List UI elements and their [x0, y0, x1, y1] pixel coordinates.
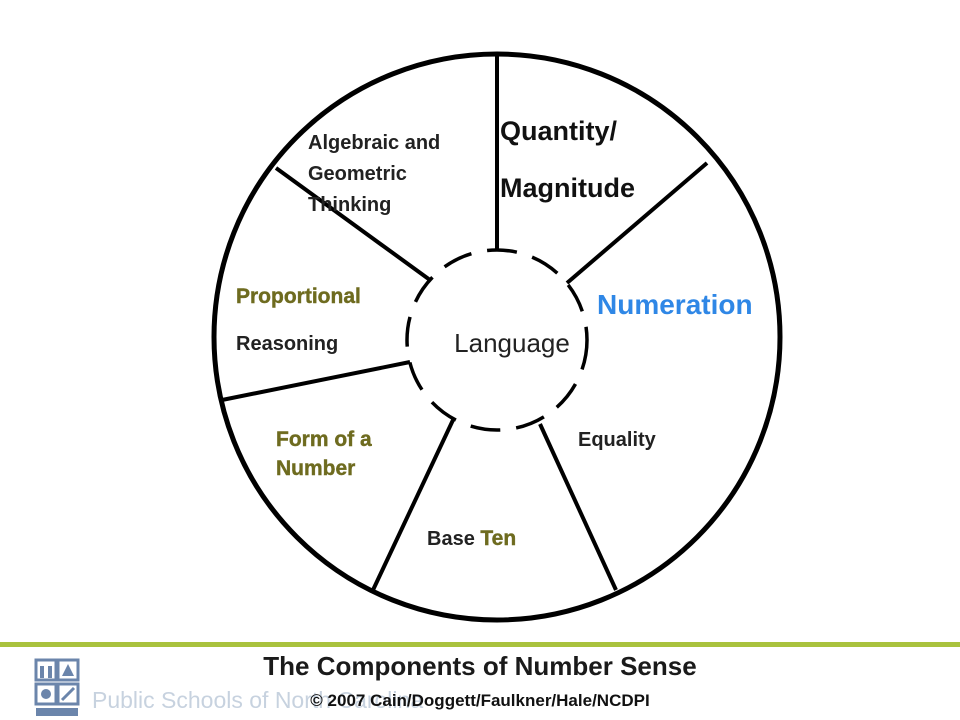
spoke-lower-left	[371, 419, 455, 591]
footer-accent-bar	[0, 642, 960, 647]
footer-watermark-text: Public Schools of North Carolina	[92, 687, 424, 713]
spoke-left	[221, 360, 411, 402]
segment-label-proportional: Proportional	[236, 285, 361, 308]
ncdpi-logo-icon	[34, 658, 80, 716]
segment-label-magnitude: Magnitude	[500, 173, 635, 203]
outer-circle	[211, 51, 783, 623]
segment-label-geometric: Geometric	[308, 163, 407, 185]
number-sense-wheel: Language Quantity/ Magnitude Numeration …	[211, 51, 783, 623]
segment-label-base-ten: Base Ten	[427, 527, 516, 550]
spoke-upper-left	[274, 166, 432, 282]
copyright-text: © 2007 Cain/Doggett/Faulkner/Hale/NCDPI	[310, 691, 650, 710]
base-ten-part-ten: Ten	[480, 527, 516, 550]
center-label-language: Language	[454, 328, 570, 358]
segment-label-thinking: Thinking	[308, 194, 391, 216]
segment-label-reasoning: Reasoning	[236, 333, 338, 355]
wheel-spokes	[221, 55, 709, 591]
spoke-upper-right	[565, 161, 709, 285]
base-ten-part-base: Base	[427, 528, 480, 550]
segment-label-numeration: Numeration	[597, 289, 753, 320]
segment-label-equality: Equality	[578, 429, 657, 451]
segment-label-number: Number	[276, 457, 355, 480]
segment-label-algebraic: Algebraic and	[308, 132, 440, 154]
diagram-title: The Components of Number Sense	[263, 651, 697, 681]
segment-label-quantity: Quantity/	[500, 116, 618, 146]
segment-label-form-of-a: Form of a	[276, 428, 372, 451]
spoke-lower-right	[538, 423, 618, 591]
